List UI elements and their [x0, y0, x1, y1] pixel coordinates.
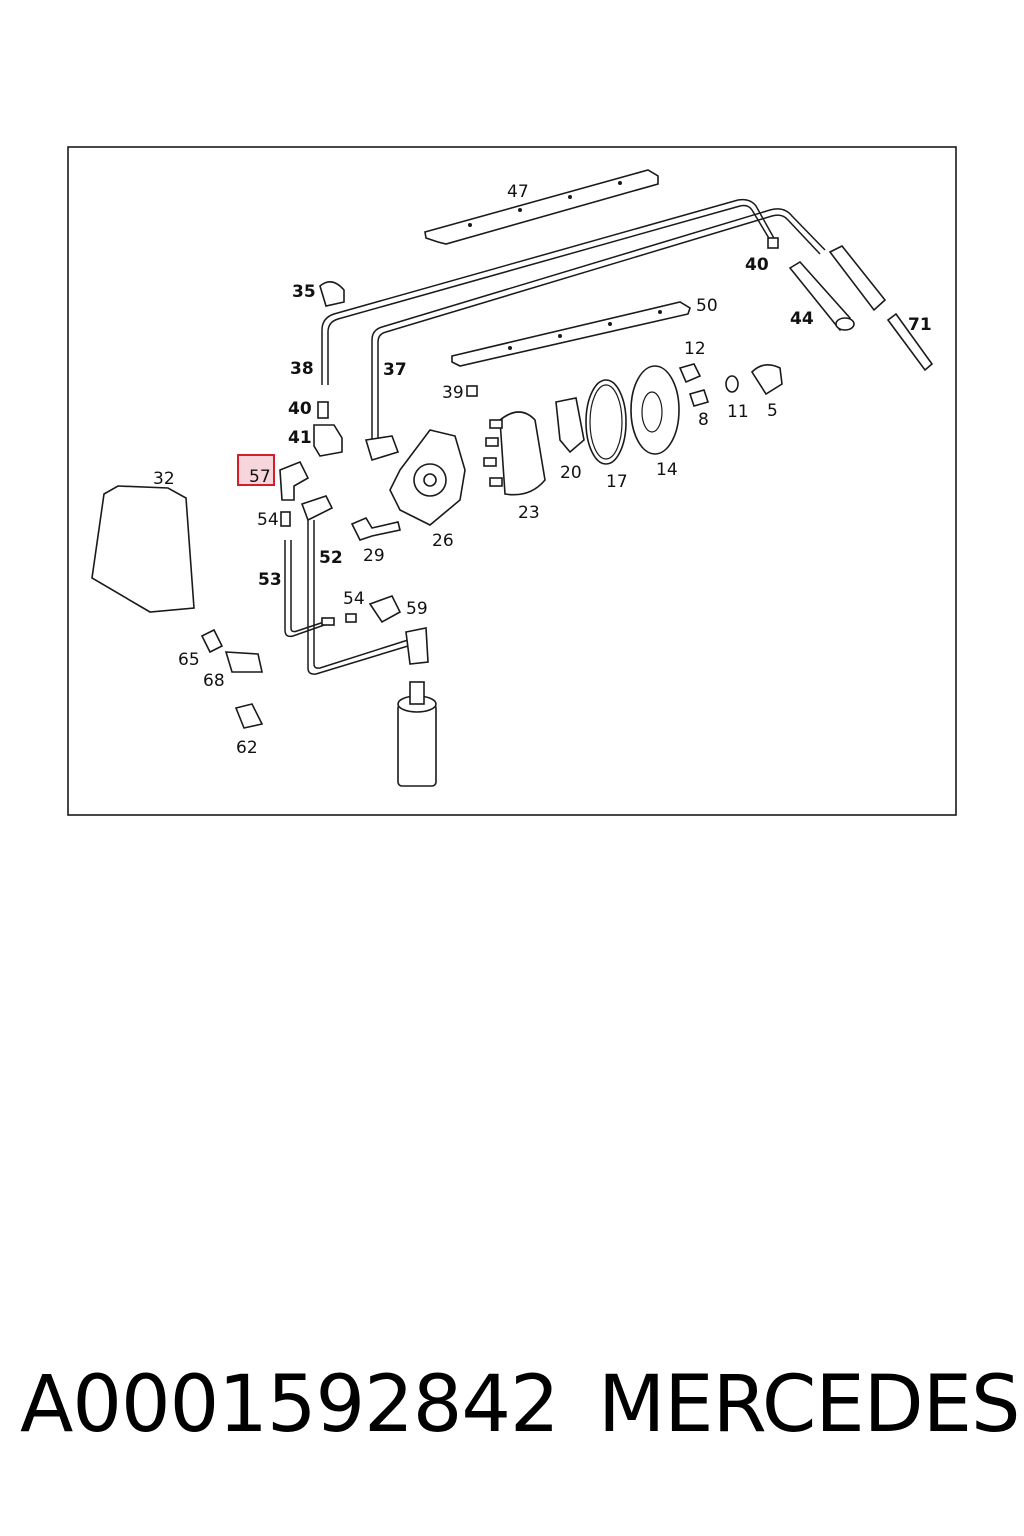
part-54-terminal-lower	[345, 613, 357, 623]
callout-37: 37	[383, 360, 407, 380]
brand-name: MERCEDES	[598, 1360, 1020, 1450]
part-68-clip	[224, 651, 263, 673]
part-29-bolt	[350, 516, 401, 541]
part-40-clip-top	[767, 237, 779, 249]
part-39-nut	[466, 385, 478, 397]
part-26-distributor-housing	[389, 429, 466, 526]
part-37-plug	[364, 435, 400, 462]
callout-32: 32	[153, 469, 175, 489]
part-17-gasket	[585, 379, 627, 465]
part-12-screw	[678, 363, 702, 384]
callout-68: 68	[203, 671, 225, 691]
callout-20: 20	[560, 463, 582, 483]
callout-29: 29	[363, 546, 385, 566]
callout-52: 52	[319, 548, 343, 568]
callout-59: 59	[406, 599, 428, 619]
callout-40-top: 40	[745, 255, 769, 275]
part-20-rotor	[555, 397, 585, 454]
callout-12: 12	[684, 339, 706, 359]
callout-5: 5	[767, 401, 778, 421]
part-23-distributor-cap	[483, 411, 546, 496]
part-35-clip	[319, 281, 345, 307]
callout-54-lower: 54	[343, 589, 365, 609]
ignition-coil	[397, 681, 437, 787]
part-11-washer	[725, 375, 739, 393]
coil-lead-boot	[405, 627, 429, 665]
callout-40-left: 40	[288, 399, 312, 419]
highlight-box	[237, 454, 275, 486]
part-8-screw	[688, 389, 710, 407]
callout-38: 38	[290, 359, 314, 379]
part-54-connector-lower	[321, 617, 335, 626]
callout-39: 39	[442, 383, 464, 403]
part-65-clip	[200, 628, 224, 654]
part-50-bracket	[451, 301, 691, 367]
callout-11: 11	[727, 402, 749, 422]
callout-50: 50	[696, 296, 718, 316]
part-number: A0001592842	[20, 1360, 560, 1450]
part-32-cover	[91, 485, 195, 613]
callout-53: 53	[258, 570, 282, 590]
part-41-plug	[313, 424, 343, 457]
callout-54-upper: 54	[257, 510, 279, 530]
callout-62: 62	[236, 738, 258, 758]
part-52-plug	[300, 495, 334, 522]
callout-44: 44	[790, 309, 814, 329]
callout-65: 65	[178, 650, 200, 670]
callout-47: 47	[507, 182, 529, 202]
callout-17: 17	[606, 472, 628, 492]
part-5-bracket	[750, 364, 783, 396]
footer-caption: A0001592842 MERCEDES	[0, 1360, 1024, 1480]
part-54-terminal	[280, 511, 291, 527]
part-57-plug	[279, 460, 310, 501]
ignition-wire-harness	[284, 198, 826, 675]
callout-8: 8	[698, 410, 709, 430]
callout-35: 35	[292, 282, 316, 302]
callout-71: 71	[908, 315, 932, 335]
diagram-canvas: 47 40 44 71 35 50 12 38 37 39 8 11 5 40 …	[67, 146, 957, 816]
callout-14: 14	[656, 460, 678, 480]
part-59-plug	[368, 595, 402, 624]
callout-26: 26	[432, 531, 454, 551]
part-44-plug-connector	[788, 260, 855, 332]
part-71-spark-plug	[828, 244, 934, 372]
part-14-cover	[630, 365, 680, 455]
callout-57: 57	[249, 467, 271, 487]
part-62-clip	[234, 703, 264, 729]
callout-41: 41	[288, 428, 312, 448]
parts-diagram: 47 40 44 71 35 50 12 38 37 39 8 11 5 40 …	[67, 146, 957, 816]
callout-23: 23	[518, 503, 540, 523]
part-40-terminal	[317, 401, 329, 419]
part-47-bracket	[424, 169, 659, 245]
